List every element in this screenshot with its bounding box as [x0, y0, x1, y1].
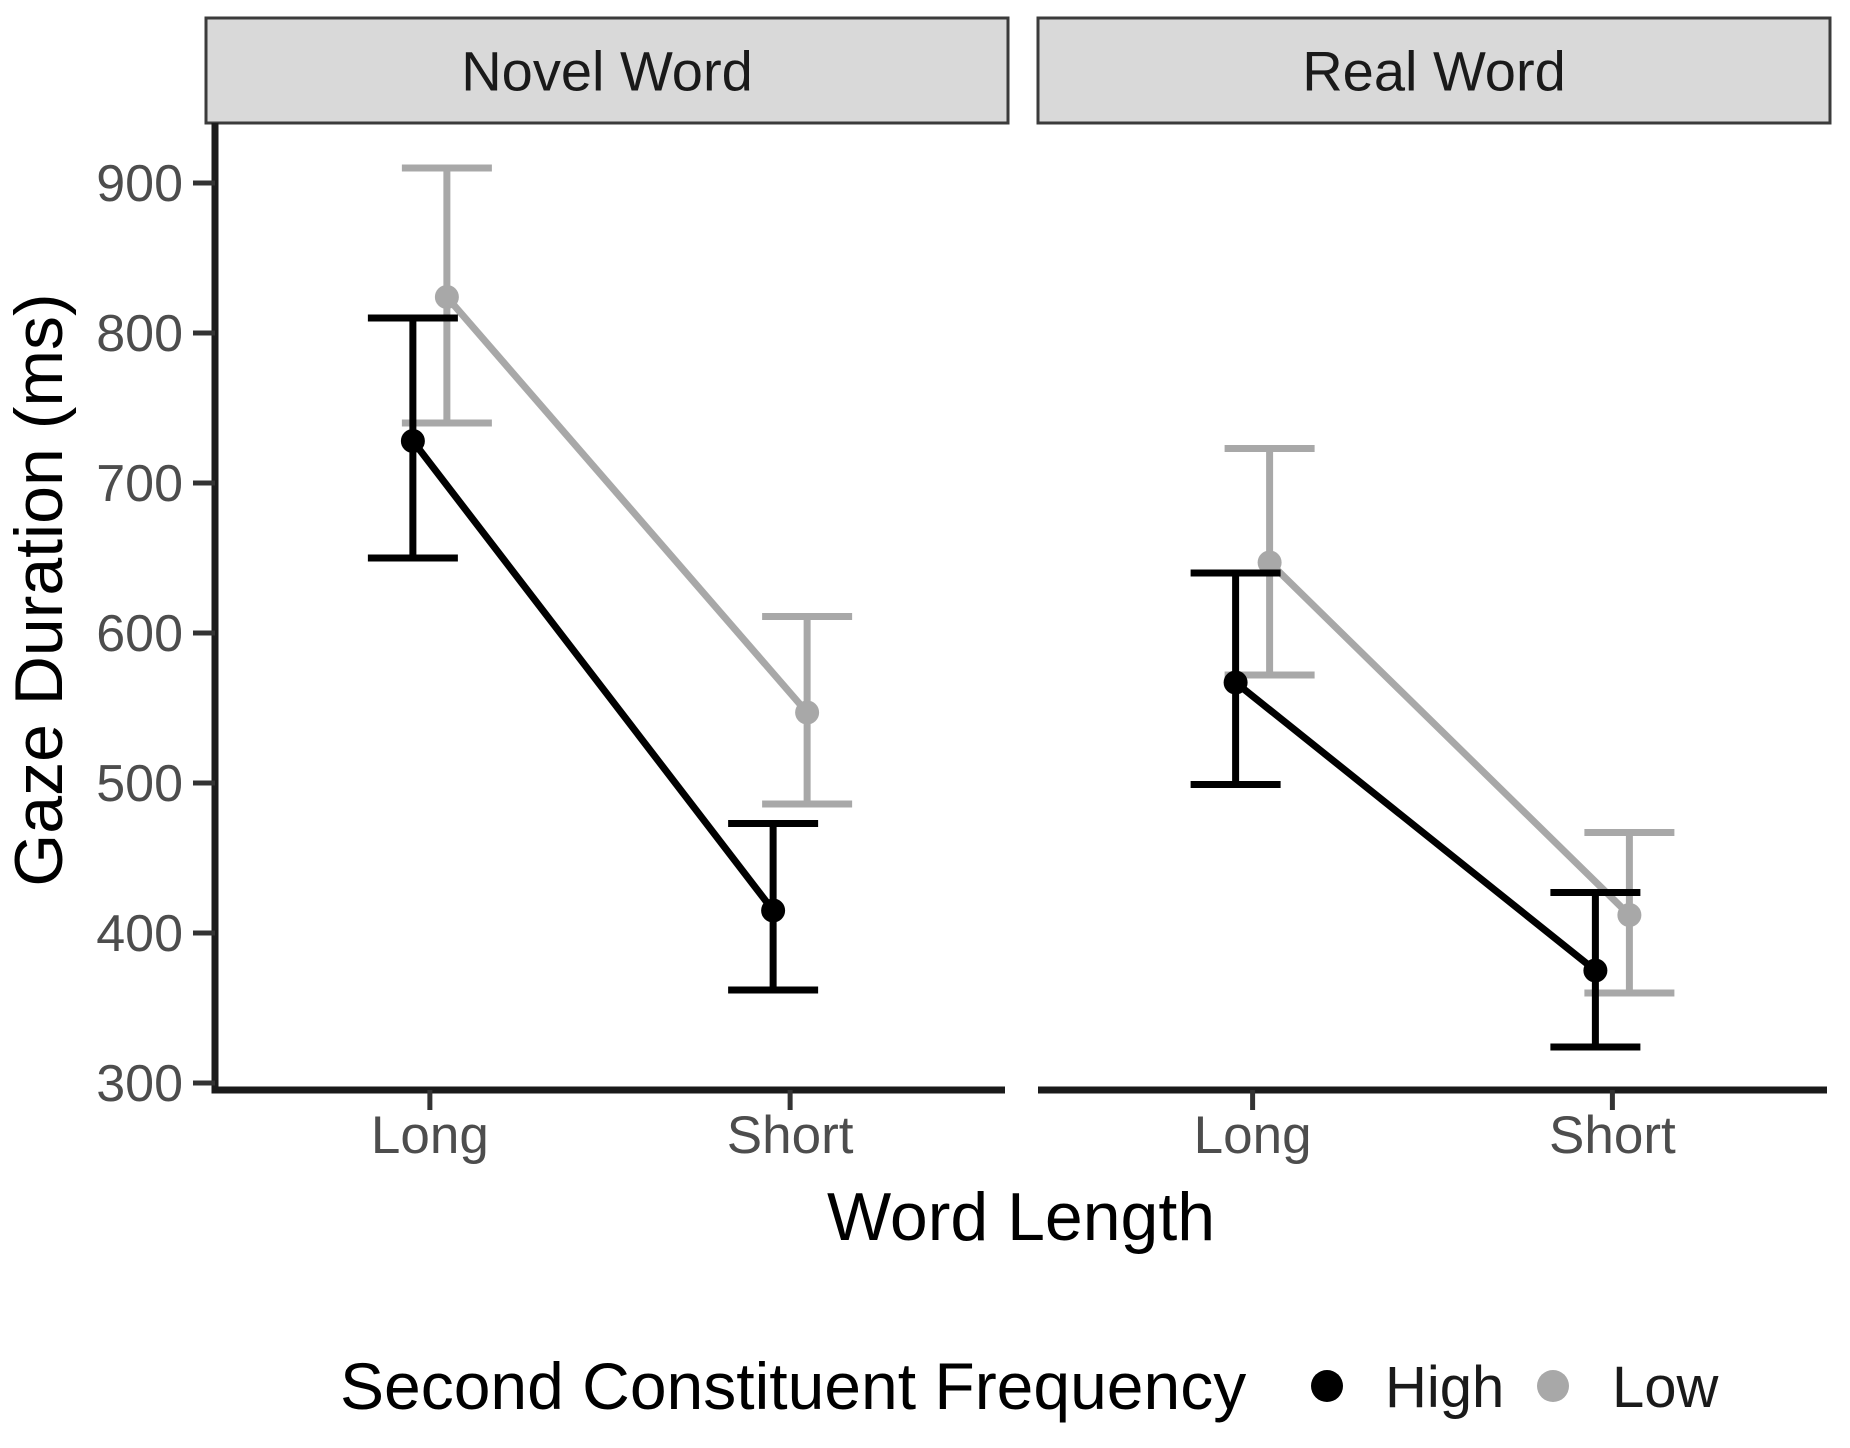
data-point [1583, 958, 1608, 983]
y-tick-label: 700 [96, 455, 183, 513]
series-line [1267, 559, 1632, 918]
legend: Second Constituent Frequency High Low [340, 1349, 1720, 1423]
legend-key-low-icon [1537, 1370, 1569, 1402]
legend-label-high: High [1385, 1355, 1504, 1420]
legend-key-high-icon [1311, 1370, 1343, 1402]
x-axis-title: Word Length [827, 1179, 1215, 1255]
legend-title: Second Constituent Frequency [340, 1349, 1246, 1423]
x-tick-label: Short [1549, 1106, 1676, 1165]
series-low [401, 164, 853, 808]
series-low [1224, 445, 1675, 997]
y-tick-label: 800 [96, 305, 183, 363]
facet-strip-label: Real Word [1302, 40, 1566, 103]
x-tick-label: Long [371, 1106, 489, 1165]
series-high [367, 314, 819, 994]
y-tick-label: 900 [96, 155, 183, 213]
y-tick-label: 400 [96, 905, 183, 963]
data-point [1223, 670, 1248, 695]
series-high [1190, 569, 1641, 1051]
data-point [1617, 903, 1642, 927]
legend-label-low: Low [1612, 1355, 1720, 1420]
y-tick-label: 300 [96, 1055, 183, 1113]
data-point [1257, 550, 1282, 575]
series-line [410, 438, 776, 913]
facet-strip [1036, 16, 1832, 125]
facet-strip [204, 16, 1010, 125]
x-tick-label: Short [727, 1106, 854, 1165]
y-axis-title: Gaze Duration (ms) [1, 293, 77, 886]
facet-strip-label: Novel Word [461, 40, 753, 103]
x-tick-label: Long [1194, 1106, 1312, 1165]
y-tick-label: 600 [96, 605, 183, 663]
y-tick-label: 500 [96, 755, 183, 813]
series-line [1233, 679, 1598, 974]
data-point [795, 700, 820, 725]
data-point [400, 429, 425, 453]
series-line [444, 294, 810, 715]
data-point [761, 898, 786, 923]
data-point [434, 285, 459, 309]
